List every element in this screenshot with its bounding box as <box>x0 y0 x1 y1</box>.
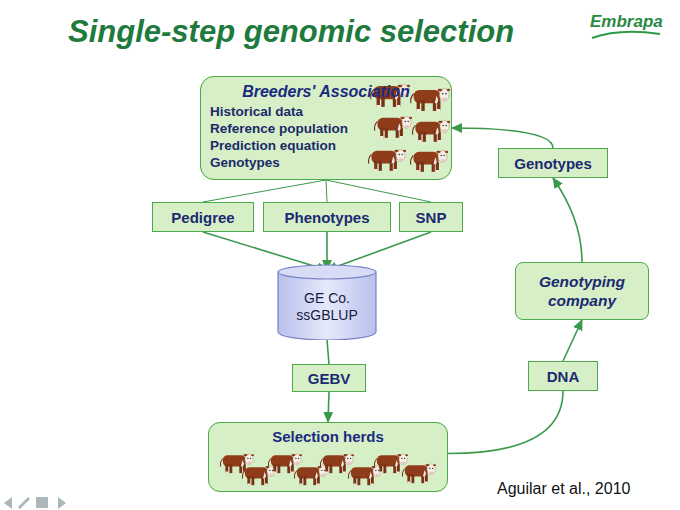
list-item: Historical data <box>210 104 303 119</box>
connector <box>326 180 327 202</box>
input-box: SNP <box>399 202 463 232</box>
connector <box>448 391 563 454</box>
company-box: Genotyping company <box>515 262 649 320</box>
connector <box>563 320 582 361</box>
box-label: DNA <box>541 368 586 385</box>
database-cylinder: GE Co. ssGBLUP <box>277 264 377 340</box>
process-box: DNA <box>528 361 598 391</box>
box-label: Pedigree <box>165 209 240 226</box>
connector <box>452 128 553 148</box>
list-item: Genotypes <box>210 155 280 170</box>
connector <box>327 232 431 270</box>
connector <box>326 232 328 270</box>
database-label: GE Co. ssGBLUP <box>287 290 367 324</box>
citation: Aguilar et al., 2010 <box>497 480 630 498</box>
box-label: GEBV <box>302 370 357 387</box>
connector <box>553 178 582 262</box>
box-label: Genotypes <box>508 155 598 172</box>
list-item: Reference population <box>210 121 348 136</box>
box-label: SNP <box>410 209 453 226</box>
box-label: Genotyping company <box>519 272 645 311</box>
input-box: Pedigree <box>152 202 254 232</box>
title: Single-step genomic selection <box>68 14 514 50</box>
box-heading: Breeders' Association <box>201 83 451 101</box>
logo-text: Embrapa <box>590 12 663 32</box>
herds-box: Selection herds <box>208 422 448 492</box>
connector <box>203 180 326 202</box>
list-item: Prediction equation <box>210 138 336 153</box>
box-heading: Selection herds <box>209 428 447 445</box>
input-box: Phenotypes <box>263 202 391 232</box>
connector <box>203 232 327 270</box>
process-box: Genotypes <box>498 148 608 178</box>
output-box: GEBV <box>292 364 366 392</box>
association-box: Breeders' AssociationHistorical dataRefe… <box>200 76 452 180</box>
connector <box>326 180 431 202</box>
box-label: Phenotypes <box>278 209 375 226</box>
connector <box>328 392 329 422</box>
connector <box>327 340 329 364</box>
